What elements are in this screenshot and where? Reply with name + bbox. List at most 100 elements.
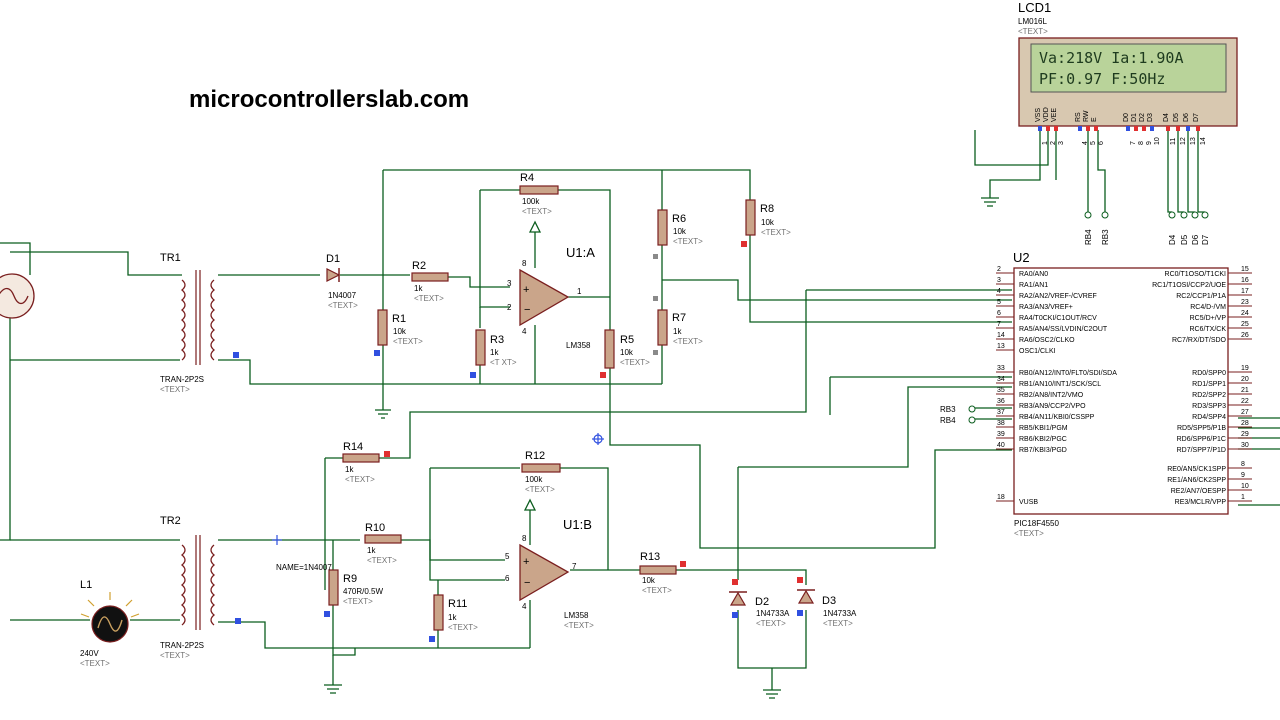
tr1-part: TRAN-2P2S xyxy=(160,375,204,384)
svg-text:+: + xyxy=(523,556,529,568)
mcu-pin-name: RC5/D+/VP xyxy=(1190,315,1227,322)
mcu-pin-number: 36 xyxy=(997,398,1005,405)
lcd-pin-dot xyxy=(1046,126,1050,131)
r3-val: 1k xyxy=(490,348,499,357)
resistor-r6[interactable]: R6 10k <TEXT> xyxy=(653,209,703,259)
mcu-pin-number: 24 xyxy=(1241,310,1249,317)
resistor-r2[interactable]: R2 1k <TEXT> xyxy=(411,260,449,303)
mcu-pin-number: 39 xyxy=(997,431,1005,438)
lamp-l1[interactable]: L1 240V <TEXT> xyxy=(80,579,140,668)
resistor-r4[interactable]: R4 100k <TEXT> xyxy=(519,172,559,216)
mcu-pin-number: 17 xyxy=(1241,288,1249,295)
transformer-tr2[interactable]: TR2 TRAN-2P2S <TEXT> xyxy=(160,515,241,660)
r11-val: 1k xyxy=(448,613,457,622)
r9-tag: <TEXT> xyxy=(343,597,373,606)
opamp-u1a[interactable]: + − 3 2 1 8 4 U1:A LM358 xyxy=(507,245,595,350)
diode-d1[interactable]: D1 1N4007 <TEXT> xyxy=(326,253,358,310)
r11-ref: R11 xyxy=(448,598,467,610)
net-terminal xyxy=(1084,211,1092,219)
mcu-pin-name: VUSB xyxy=(1019,499,1038,506)
mcu-pin-name: RB2/AN8/INT2/VMO xyxy=(1019,392,1084,399)
mcu-pin-number: 8 xyxy=(1241,461,1245,468)
mcu-pin-number: 23 xyxy=(1241,299,1249,306)
mcu-tag: <TEXT> xyxy=(1014,529,1044,538)
l1-tag: <TEXT> xyxy=(80,659,110,668)
lcd-net-label: D7 xyxy=(1201,234,1210,245)
mcu-pin-number: 14 xyxy=(997,332,1005,339)
r5-val: 10k xyxy=(620,348,634,357)
lcd-pin-dot xyxy=(1150,126,1154,131)
mcu-pin-number: 35 xyxy=(997,387,1005,394)
tr1-ref: TR1 xyxy=(160,252,181,264)
lcd-pin-dot xyxy=(1038,126,1042,131)
lcd-pin-dot xyxy=(1142,126,1146,131)
resistor-r5[interactable]: R5 10k <TEXT> xyxy=(600,329,650,378)
net-terminal xyxy=(1180,211,1188,219)
lcd-pin-label: RS xyxy=(1075,112,1082,122)
resistor-r3[interactable]: R3 1k <T XT> xyxy=(470,329,517,378)
opamp-u1b[interactable]: + − 5 6 7 8 4 U1:B LM358 <TEXT> xyxy=(505,517,594,630)
mcu-u2[interactable]: U2 PIC18F4550 <TEXT> 2RA0/AN03RA1/AN14RA… xyxy=(996,250,1252,538)
mcu-pin-name: RC6/TX/CK xyxy=(1189,326,1226,333)
net-label-rb3: RB3 xyxy=(940,405,956,414)
mcu-pin-name: RA1/AN1 xyxy=(1019,282,1048,289)
lcd-pin-label: D3 xyxy=(1147,113,1154,122)
ac-source[interactable] xyxy=(0,273,35,319)
tr1-tag: <TEXT> xyxy=(160,385,190,394)
transformer-tr1[interactable]: TR1 TRAN-2P2S <TEXT> xyxy=(160,252,239,394)
u1a-ref: U1:A xyxy=(566,245,595,260)
lcd-pin-number: 8 xyxy=(1138,141,1145,145)
r1-val: 10k xyxy=(393,327,407,336)
lcd-net-label: D5 xyxy=(1180,234,1189,245)
zener-d2[interactable]: D2 1N4733A <TEXT> xyxy=(729,579,790,628)
d1-tag: <TEXT> xyxy=(328,301,358,310)
resistor-r14[interactable]: R14 1k <TEXT> xyxy=(342,441,390,484)
d3-ref: D3 xyxy=(822,595,836,607)
mcu-pin-number: 19 xyxy=(1241,365,1249,372)
lcd-line-2: PF:0.97 F:50Hz xyxy=(1039,70,1165,88)
mcu-pin-number: 28 xyxy=(1241,420,1249,427)
lcd-pin-label: D7 xyxy=(1193,113,1200,122)
resistor-r10[interactable]: R10 1k <TEXT> xyxy=(364,522,402,565)
r6-tag: <TEXT> xyxy=(673,237,703,246)
r13-ref: R13 xyxy=(640,551,660,563)
l1-ref: L1 xyxy=(80,579,92,591)
mcu-pin-name: RD5/SPP5/P1B xyxy=(1177,425,1226,432)
mcu-pin-number: 4 xyxy=(997,288,1001,295)
lcd-pin-label: D0 xyxy=(1123,113,1130,122)
mcu-pin-number: 22 xyxy=(1241,398,1249,405)
mcu-pin-number: 5 xyxy=(997,299,1001,306)
mcu-ref: U2 xyxy=(1013,250,1030,265)
r14-ref: R14 xyxy=(343,441,363,453)
r8-val: 10k xyxy=(761,218,775,227)
lcd-pin-labels: VSS1VDD2VEE3RS4RW5E6D07D18D29D310D411D51… xyxy=(1035,107,1207,145)
resistor-r1[interactable]: R1 10k <TEXT> xyxy=(374,309,423,356)
zener-d3[interactable]: D3 1N4733A <TEXT> xyxy=(797,577,857,628)
power-arrow-u1b xyxy=(523,498,537,511)
mcu-right-pins: 15RC0/T1OSO/T1CKI16RC1/T1OSI/CCP2/UOE17R… xyxy=(1152,266,1252,506)
lcd-net-label: RB4 xyxy=(1084,229,1093,245)
resistor-r11[interactable]: R11 1k <TEXT> xyxy=(429,594,478,642)
lcd-pin-label: VDD xyxy=(1043,107,1050,122)
lcd-pin-label: VSS xyxy=(1035,108,1042,122)
resistor-r12[interactable]: R12 100k <TEXT> xyxy=(521,450,561,494)
resistor-r8[interactable]: R8 10k <TEXT> xyxy=(741,199,791,247)
mcu-pin-number: 1 xyxy=(1241,494,1245,501)
mcu-pin-number: 34 xyxy=(997,376,1005,383)
resistor-r13[interactable]: R13 10k <TEXT> xyxy=(639,551,686,595)
mcu-pin-name: RC1/T1OSI/CCP2/UOE xyxy=(1152,282,1226,289)
u1a-pin-minus: 2 xyxy=(507,303,512,312)
u1b-pin-g: 4 xyxy=(522,602,527,611)
resistor-r9[interactable]: R9 470R/0.5W <TEXT> xyxy=(324,569,383,617)
net-terminal xyxy=(1191,211,1199,219)
resistor-r7[interactable]: R7 1k <TEXT> xyxy=(653,296,703,355)
lcd-pin-dot xyxy=(1054,126,1058,131)
mcu-pin-name: RE1/AN6/CK2SPP xyxy=(1167,477,1226,484)
mcu-pin-name: RA2/AN2/VREF-/CVREF xyxy=(1019,293,1097,300)
r7-ref: R7 xyxy=(672,312,686,324)
lcd-net-label: RB3 xyxy=(1101,229,1110,245)
lcd-module[interactable]: LCD1 LM016L <TEXT> Va:218V Ia:1.90A PF:0… xyxy=(1018,0,1238,145)
mcu-pin-number: 30 xyxy=(1241,442,1249,449)
mcu-pin-number: 15 xyxy=(1241,266,1249,273)
tr2-tag: <TEXT> xyxy=(160,651,190,660)
